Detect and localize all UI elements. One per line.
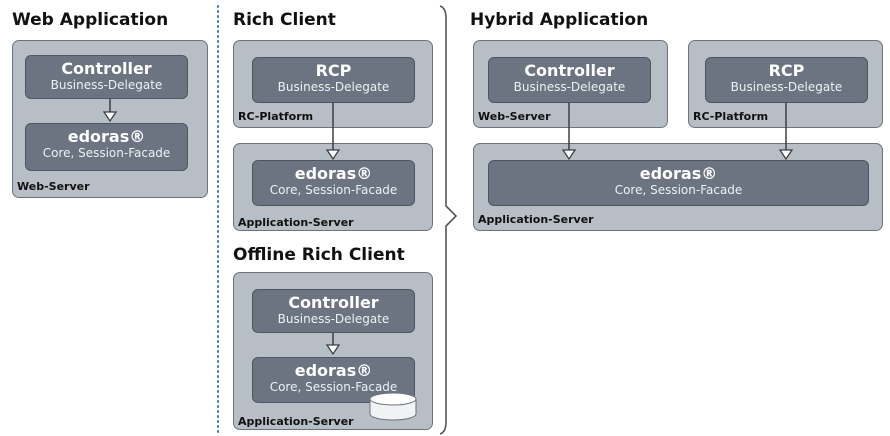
- offline-application-server-label: Application-Server: [238, 415, 354, 428]
- hybrid-rc-platform-label: RC-Platform: [693, 110, 769, 123]
- rc-edoras-subtitle: Core, Session-Facade: [269, 183, 398, 197]
- hybrid-rc-platform-container: RCP Business-Delegate RC-Platform: [688, 40, 883, 128]
- offline-edoras-subtitle: Core, Session-Facade: [269, 380, 398, 394]
- rc-rcp-title: RCP: [315, 61, 352, 80]
- offline-edoras-title: edoras®: [294, 361, 373, 380]
- hybrid-edoras-subtitle: Core, Session-Facade: [614, 183, 743, 197]
- rc-rcp-subtitle: Business-Delegate: [277, 80, 390, 94]
- rc-platform-container: RCP Business-Delegate RC-Platform: [233, 40, 433, 128]
- hybrid-edoras-title: edoras®: [639, 164, 718, 183]
- rc-rcp-box: RCP Business-Delegate: [252, 57, 415, 103]
- web-controller-box: Controller Business-Delegate: [25, 55, 188, 99]
- offline-controller-subtitle: Business-Delegate: [277, 312, 390, 326]
- hybrid-application-title: Hybrid Application: [470, 10, 649, 30]
- hybrid-rcp-subtitle: Business-Delegate: [730, 80, 843, 94]
- web-server-label: Web-Server: [17, 180, 90, 193]
- web-edoras-box: edoras® Core, Session-Facade: [25, 123, 188, 171]
- hybrid-edoras-box: edoras® Core, Session-Facade: [488, 160, 869, 206]
- offline-rich-client-title: Offline Rich Client: [233, 245, 405, 265]
- hybrid-web-server-container: Controller Business-Delegate Web-Server: [473, 40, 668, 128]
- web-edoras-title: edoras®: [67, 127, 146, 146]
- web-application-title: Web Application: [12, 10, 169, 30]
- web-arrow-head: [102, 111, 118, 123]
- hybrid-rcp-title: RCP: [768, 61, 805, 80]
- rc-edoras-box: edoras® Core, Session-Facade: [252, 160, 415, 206]
- web-controller-subtitle: Business-Delegate: [50, 78, 163, 92]
- hybrid-bracket: [439, 5, 458, 435]
- hybrid-web-server-label: Web-Server: [478, 110, 551, 123]
- rich-client-title: Rich Client: [233, 10, 336, 30]
- hybrid-controller-title: Controller: [524, 61, 615, 80]
- hybrid-application-server-label: Application-Server: [478, 213, 594, 226]
- rc-platform-label: RC-Platform: [238, 110, 314, 123]
- web-edoras-subtitle: Core, Session-Facade: [42, 146, 171, 160]
- hybrid-rcp-box: RCP Business-Delegate: [705, 57, 868, 103]
- hybrid-rcp-arrow-head: [778, 149, 794, 161]
- rc-edoras-title: edoras®: [294, 164, 373, 183]
- rc-application-server-label: Application-Server: [238, 216, 354, 229]
- hybrid-controller-arrow-head: [561, 149, 577, 161]
- web-server-container: Controller Business-Delegate edoras® Cor…: [12, 40, 208, 198]
- database-icon: [369, 392, 417, 421]
- offline-controller-title: Controller: [288, 293, 379, 312]
- offline-application-server-container: Controller Business-Delegate edoras® Cor…: [233, 272, 433, 430]
- web-controller-title: Controller: [61, 59, 152, 78]
- hybrid-application-server-container: edoras® Core, Session-Facade Application…: [473, 143, 883, 231]
- offline-arrow-head: [325, 344, 341, 356]
- hybrid-controller-box: Controller Business-Delegate: [488, 57, 651, 103]
- rc-arrow-head: [325, 149, 341, 161]
- hybrid-controller-subtitle: Business-Delegate: [513, 80, 626, 94]
- offline-controller-box: Controller Business-Delegate: [252, 289, 415, 333]
